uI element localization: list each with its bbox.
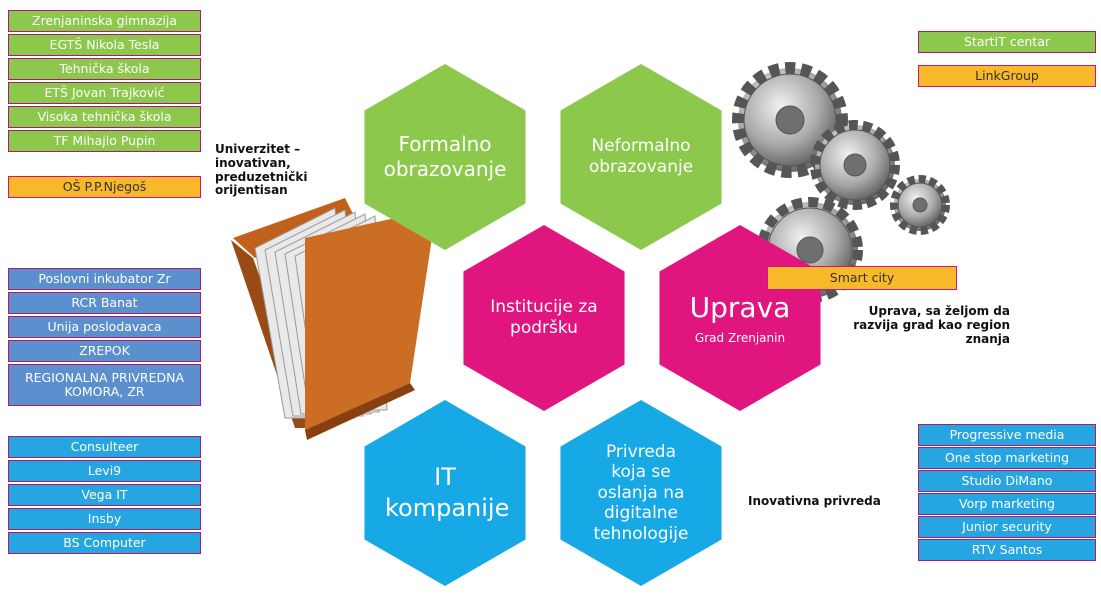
school-box-tehnicka-skola: Tehnička škola bbox=[8, 58, 201, 80]
note-inovativna-privreda: Inovativna privreda bbox=[748, 494, 881, 508]
hex-uprava-sublabel: Grad Zrenjanin bbox=[694, 330, 786, 345]
school-box-visoka-tehnicka-skola: Visoka tehnička škola bbox=[8, 106, 201, 128]
company-box-vorp-marketing: Vorp marketing bbox=[918, 493, 1096, 515]
hex-uprava-label: Uprava bbox=[689, 291, 791, 325]
it-box-levi9: Levi9 bbox=[8, 460, 201, 482]
school-box-tf-mihajlo-pupin: TF Mihajlo Pupin bbox=[8, 130, 201, 152]
school-box-os-pp-njegos: OŠ P.P.Njegoš bbox=[8, 176, 201, 198]
company-box-studio-dimano: Studio DiMano bbox=[918, 470, 1096, 492]
hex-privreda-label: Privreda koja se oslanja na digitalne te… bbox=[593, 442, 689, 544]
support-box-unija-poslodavaca: Unija poslodavaca bbox=[8, 316, 201, 338]
school-box-ets-jovan-trajkovic: ETŠ Jovan Trajković bbox=[8, 82, 201, 104]
it-box-insby: Insby bbox=[8, 508, 201, 530]
hex-neformalno-label: Neformalno obrazovanje bbox=[588, 135, 694, 177]
hex-institucije-za-podrsku: Institucije za podršku bbox=[463, 225, 625, 411]
hex-formalno-label: Formalno obrazovanje bbox=[383, 132, 507, 181]
it-box-vega-it: Vega IT bbox=[8, 484, 201, 506]
company-box-junior-security: Junior security bbox=[918, 516, 1096, 538]
company-box-progressive-media: Progressive media bbox=[918, 424, 1096, 446]
hex-it-kompanije: IT kompanije bbox=[364, 400, 526, 586]
hex-neformalno-obrazovanje: Neformalno obrazovanje bbox=[560, 64, 722, 250]
support-box-zrepok: ZREPOK bbox=[8, 340, 201, 362]
startit-centar-box: StartIT centar bbox=[918, 31, 1096, 53]
school-box-zrenjaninska-gimnazija: Zrenjaninska gimnazija bbox=[8, 10, 201, 32]
smart-city-box: Smart city bbox=[767, 266, 957, 290]
hex-privreda: Privreda koja se oslanja na digitalne te… bbox=[560, 400, 722, 586]
hex-formalno-obrazovanje: Formalno obrazovanje bbox=[364, 64, 526, 250]
it-box-bs-computer: BS Computer bbox=[8, 532, 201, 554]
it-box-consulteer: Consulteer bbox=[8, 436, 201, 458]
company-box-one-stop-marketing: One stop marketing bbox=[918, 447, 1096, 469]
school-box-egts-nikola-tesla: EGTŠ Nikola Tesla bbox=[8, 34, 201, 56]
hex-it-label: IT kompanije bbox=[385, 462, 510, 522]
support-box-poslovni-inkubator: Poslovni inkubator Zr bbox=[8, 268, 201, 290]
note-uprava: Uprava, sa željom da razvija grad kao re… bbox=[853, 304, 1010, 346]
company-box-rtv-santos: RTV Santos bbox=[918, 539, 1096, 561]
folder-illustration bbox=[231, 198, 435, 440]
gears-illustration bbox=[732, 62, 950, 303]
linkgroup-box: LinkGroup bbox=[918, 65, 1096, 87]
note-univerzitet: Univerzitet – inovativan, preduzetnički … bbox=[215, 142, 308, 198]
support-box-regionalna-privredna-komora: REGIONALNA PRIVREDNA KOMORA, ZR bbox=[8, 364, 201, 406]
hex-institucije-label: Institucije za podršku bbox=[490, 296, 598, 338]
support-box-rcr-banat: RCR Banat bbox=[8, 292, 201, 314]
